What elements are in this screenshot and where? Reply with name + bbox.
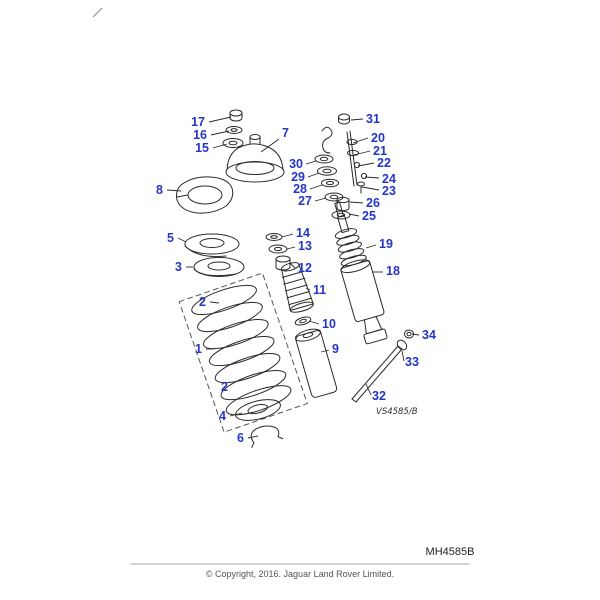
top-mount-part-7 <box>225 134 285 183</box>
callout-29: 29 <box>291 170 305 184</box>
leader-line <box>309 184 323 190</box>
callout-2-lower: 2 <box>221 380 228 394</box>
leader-line <box>365 244 377 249</box>
leader-line <box>281 233 294 238</box>
clip-wire <box>321 126 333 154</box>
leader-line <box>401 350 405 362</box>
callout-3: 3 <box>175 260 182 274</box>
leader-line <box>361 186 380 191</box>
callout-33: 33 <box>405 355 419 369</box>
coil-spring-part-1 <box>191 284 292 416</box>
leader-line <box>308 320 320 325</box>
leader-line <box>350 118 364 121</box>
leader-line <box>357 162 375 167</box>
leader-line <box>166 189 182 192</box>
callout-7: 7 <box>282 126 289 140</box>
figure-code: MH4585B <box>426 546 475 558</box>
copyright-notice: © Copyright, 2016. Jaguar Land Rover Lim… <box>206 569 394 579</box>
callout-10: 10 <box>322 317 336 331</box>
callout-28: 28 <box>293 182 307 196</box>
callout-1: 1 <box>195 342 202 356</box>
callout-13: 13 <box>298 239 312 253</box>
leader-line <box>212 143 228 149</box>
leader-line <box>307 172 320 178</box>
callout-18: 18 <box>386 264 400 278</box>
callout-20: 20 <box>371 131 385 145</box>
dust-cover-part-9 <box>294 328 338 398</box>
callout-34: 34 <box>422 328 436 342</box>
corner-tick <box>92 7 103 18</box>
link-rod-part-32 <box>351 345 403 403</box>
washer-part-15 <box>222 138 244 148</box>
spring-isolator-part-3 <box>193 257 245 277</box>
parts-artwork <box>176 109 414 448</box>
spring-seat-part-5 <box>184 233 240 257</box>
callout-19: 19 <box>379 237 393 251</box>
callout-2-upper: 2 <box>199 295 206 309</box>
ring-part-10 <box>294 316 312 326</box>
leader-line <box>286 246 296 250</box>
leader-line <box>247 435 259 439</box>
callout-22: 22 <box>377 156 391 170</box>
callout-5: 5 <box>167 231 174 245</box>
leader-line <box>348 213 360 217</box>
leader-lines <box>166 116 420 439</box>
callout-21: 21 <box>373 144 387 158</box>
callout-14: 14 <box>296 226 310 240</box>
clamp-part-6 <box>250 425 284 448</box>
leader-line <box>364 176 380 179</box>
callout-8: 8 <box>156 183 163 197</box>
leader-line <box>411 333 420 336</box>
leader-line <box>305 287 311 291</box>
leader-line <box>209 301 220 304</box>
leader-line <box>177 237 187 243</box>
callout-24: 24 <box>382 172 396 186</box>
callout-27: 27 <box>298 194 312 208</box>
callout-11: 11 <box>313 283 326 297</box>
leader-line <box>305 160 317 165</box>
callout-25: 25 <box>362 209 376 223</box>
gasket-part-8 <box>176 176 234 214</box>
callout-17: 17 <box>191 115 205 129</box>
leader-line <box>208 116 232 123</box>
washer-part-33 <box>396 339 408 351</box>
callout-6: 6 <box>237 431 244 445</box>
drawing-reference: VS4585/B <box>376 407 418 417</box>
leader-line <box>349 201 364 204</box>
leader-line <box>289 262 296 269</box>
leader-line <box>229 412 243 417</box>
bump-stop-part-11 <box>281 262 314 313</box>
leader-line <box>320 349 330 353</box>
callout-16: 16 <box>193 128 207 142</box>
leader-line <box>210 130 230 136</box>
callouts: 17 16 15 7 8 31 20 21 22 24 23 30 29 28 … <box>156 112 436 445</box>
upper-mount-hardware <box>314 113 368 220</box>
lower-seat-part-4 <box>235 399 281 421</box>
callout-9: 9 <box>332 342 339 356</box>
leader-line <box>353 150 371 156</box>
callout-23: 23 <box>382 184 396 198</box>
callout-15: 15 <box>195 141 209 155</box>
callout-26: 26 <box>366 196 380 210</box>
callout-4: 4 <box>219 409 226 423</box>
leader-line <box>260 138 280 153</box>
callout-32: 32 <box>372 389 386 403</box>
damper-part-18-19 <box>334 201 388 345</box>
spring-boundary-box <box>178 272 308 433</box>
callout-31: 31 <box>366 112 380 126</box>
leader-line <box>314 197 327 202</box>
nut-part-17 <box>229 109 243 122</box>
leader-line <box>352 137 369 144</box>
washer-part-16 <box>225 126 243 134</box>
callout-12: 12 <box>298 261 312 275</box>
leader-line <box>365 383 372 396</box>
callout-30: 30 <box>289 157 303 171</box>
